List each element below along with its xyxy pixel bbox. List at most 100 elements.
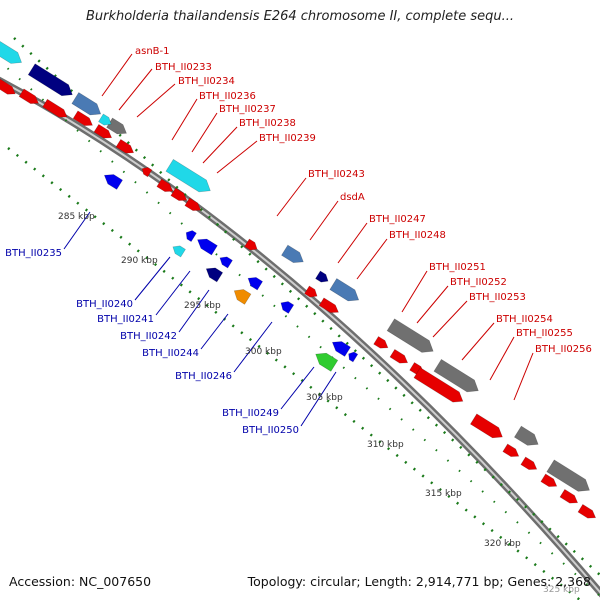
gene-feature [172, 245, 186, 258]
scale-label: 300 kbp [245, 347, 282, 357]
gene-feature [165, 158, 211, 193]
gene-feature [318, 297, 339, 313]
gene-feature [18, 88, 39, 104]
gene-label: BTH_II0236 [199, 91, 256, 102]
gene-feature [433, 358, 479, 393]
leader-layer [63, 53, 534, 427]
leader-line [178, 289, 210, 333]
scale-label: 295 kbp [184, 301, 221, 311]
leader-line [191, 112, 218, 153]
leader-line [134, 256, 171, 301]
backbone-ring-highlight [0, 79, 600, 594]
gene-feature [71, 92, 102, 116]
gene-label: BTH_II0250 [242, 425, 299, 436]
gene-feature [0, 77, 16, 95]
leader-line [216, 140, 258, 174]
gene-label: BTH_II0235 [5, 248, 62, 259]
gene-feature [244, 238, 258, 251]
gene-feature [219, 256, 233, 269]
accession-text: Accession: NC_007650 [9, 574, 152, 589]
gene-feature [42, 98, 68, 118]
leader-line [309, 200, 339, 241]
leader-line [200, 313, 229, 350]
gene-label: BTH_II0246 [175, 371, 232, 382]
gene-label: BTH_II0252 [450, 277, 507, 288]
gene-feature [72, 110, 93, 126]
gene-label: BTH_II0241 [97, 314, 154, 325]
gene-feature [577, 504, 597, 519]
gene-label: BTH_II0237 [219, 104, 276, 115]
gene-feature [185, 230, 197, 243]
leader-line [489, 336, 515, 381]
gene-label: BTH_II0233 [155, 62, 212, 73]
tick-track [0, 60, 600, 597]
gene-feature [247, 277, 263, 291]
gene-feature [205, 267, 224, 283]
leader-line [101, 53, 133, 97]
gene-feature [98, 113, 112, 126]
gene-feature [389, 349, 409, 364]
leader-line [63, 211, 91, 250]
topology-summary: Topology: circular; Length: 2,914,771 bp… [247, 574, 591, 589]
gene-label: BTH_II0240 [76, 299, 133, 310]
gene-label: dsdA [340, 192, 365, 203]
gene-feature [540, 473, 558, 487]
backbone-ring [0, 76, 600, 598]
gene-feature [331, 341, 351, 357]
gene-label: BTH_II0253 [469, 292, 526, 303]
leader-line [461, 322, 495, 361]
gene-label: BTH_II0248 [389, 230, 446, 241]
gene-label: BTH_II0234 [178, 76, 235, 87]
scale-label: 285 kbp [58, 212, 95, 222]
scale-label: 325 kbp [543, 585, 580, 595]
gene-feature [413, 367, 464, 403]
leader-line [202, 126, 238, 164]
gene-feature [502, 443, 520, 457]
gene-feature [115, 139, 135, 154]
gene-label: BTH_II0256 [535, 344, 592, 355]
gene-feature [93, 124, 113, 139]
gene-label: BTH_II0251 [429, 262, 486, 273]
gene-feature [513, 425, 539, 446]
gene-label: BTH_II0244 [142, 348, 199, 359]
gene-feature [141, 167, 153, 178]
gene-feature [315, 352, 339, 372]
feature-layer [0, 39, 597, 519]
leader-line [118, 68, 153, 111]
leader-line [513, 352, 534, 401]
leader-line [276, 177, 307, 217]
leader-line [300, 371, 337, 427]
gene-feature [386, 318, 434, 353]
leader-line [280, 366, 315, 410]
gene-label-layer: asnB-1BTH_II0233BTH_II0234BTH_II0236BTH_… [5, 46, 592, 436]
gene-label: BTH_II0247 [369, 214, 426, 225]
gene-feature [348, 351, 359, 363]
gene-label: BTH_II0254 [496, 314, 553, 325]
gene-feature [281, 244, 304, 263]
leader-line [356, 238, 388, 280]
gene-label: BTH_II0238 [239, 118, 296, 129]
gene-feature [546, 459, 590, 492]
gene-feature [559, 489, 579, 504]
gene-feature [106, 117, 127, 135]
gene-feature [520, 456, 538, 470]
gene-feature [103, 174, 123, 190]
gene-feature [184, 197, 202, 211]
leader-line [416, 285, 449, 324]
leader-line [155, 270, 191, 316]
gene-feature [197, 238, 218, 256]
gene-feature [315, 270, 329, 283]
gene-feature [27, 63, 73, 97]
gene-feature [304, 285, 318, 298]
leader-line [401, 270, 428, 313]
scale-label: 315 kbp [425, 489, 462, 499]
gene-label: BTH_II0243 [308, 169, 365, 180]
map-title: Burkholderia thailandensis E264 chromoso… [85, 9, 515, 24]
leader-line [337, 222, 368, 264]
gene-feature [233, 289, 252, 305]
leader-line [432, 300, 468, 338]
scale-label: 290 kbp [121, 256, 158, 266]
gene-feature [280, 301, 295, 314]
leader-line [233, 321, 273, 373]
